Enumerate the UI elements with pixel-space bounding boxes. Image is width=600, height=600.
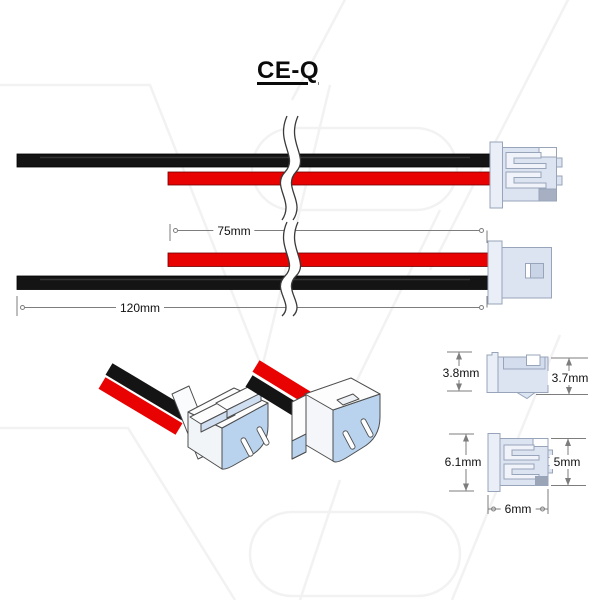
page-title: CE-Q	[257, 57, 319, 84]
connector-latch-notch	[532, 438, 549, 447]
black-wire	[16, 275, 491, 290]
connector-keying-tab	[515, 392, 537, 400]
connector-contact	[503, 463, 540, 480]
connector-isometric-rear-view	[245, 360, 381, 463]
connector-flange	[487, 240, 503, 305]
dimension-label-6.1mm: 6.1mm	[440, 455, 486, 469]
connector-flange	[487, 433, 501, 492]
dimension-120mm	[16, 296, 488, 316]
iso-contact-slot	[256, 426, 270, 446]
dimension-label-6mm: 6mm	[500, 502, 536, 516]
connector-side-view-dimensioned	[449, 433, 586, 514]
iso-front-face	[332, 393, 381, 463]
wire-break-squiggle	[279, 221, 302, 317]
break-line	[290, 115, 302, 221]
dimension-label-5mm: 5mm	[549, 455, 585, 469]
connector-flange	[489, 141, 503, 209]
connector-contact	[503, 444, 540, 461]
red-wire	[167, 171, 494, 186]
red-wire	[167, 252, 491, 267]
connector-pin-tab	[556, 175, 563, 186]
iso-prong-side	[226, 392, 262, 419]
dimension-label-75mm: 75mm	[213, 224, 255, 238]
dimension-label-3.7mm: 3.7mm	[547, 371, 593, 385]
dimension-3.8mm	[447, 351, 472, 392]
connector-foot	[538, 188, 557, 202]
connector-top-view	[487, 240, 552, 305]
black-wire	[105, 363, 190, 421]
break-line	[290, 221, 302, 317]
iso-contact-slot	[342, 430, 356, 450]
black-wire	[16, 153, 494, 168]
connector-latch-notch	[526, 354, 541, 366]
connector-contact	[505, 171, 547, 189]
connector-foot	[535, 476, 549, 486]
iso-top-face	[304, 377, 381, 411]
connector-polarity-key-edge	[525, 263, 531, 279]
iso-contact-slot	[240, 437, 254, 457]
iso-rear-plate-edge	[291, 433, 307, 460]
iso-latch-recess	[336, 393, 360, 406]
red-wire	[98, 377, 183, 435]
top-wire-assembly	[16, 115, 563, 221]
dimension-label-3.8mm: 3.8mm	[438, 366, 484, 380]
iso-contact-slot	[360, 418, 374, 438]
wire-break-squiggle	[279, 115, 302, 221]
break-line	[279, 115, 291, 221]
dimension-label-120mm: 120mm	[115, 301, 165, 315]
connector-contact	[505, 152, 547, 169]
connector-side-view	[489, 141, 563, 209]
break-line	[279, 221, 291, 317]
middle-wire-assembly	[16, 221, 552, 317]
connector-pin-tab	[556, 157, 563, 168]
connector-isometric-front-view	[98, 363, 270, 470]
connector-latch-notch	[538, 147, 557, 158]
break-mask	[280, 222, 301, 316]
connector-flange	[486, 352, 499, 393]
